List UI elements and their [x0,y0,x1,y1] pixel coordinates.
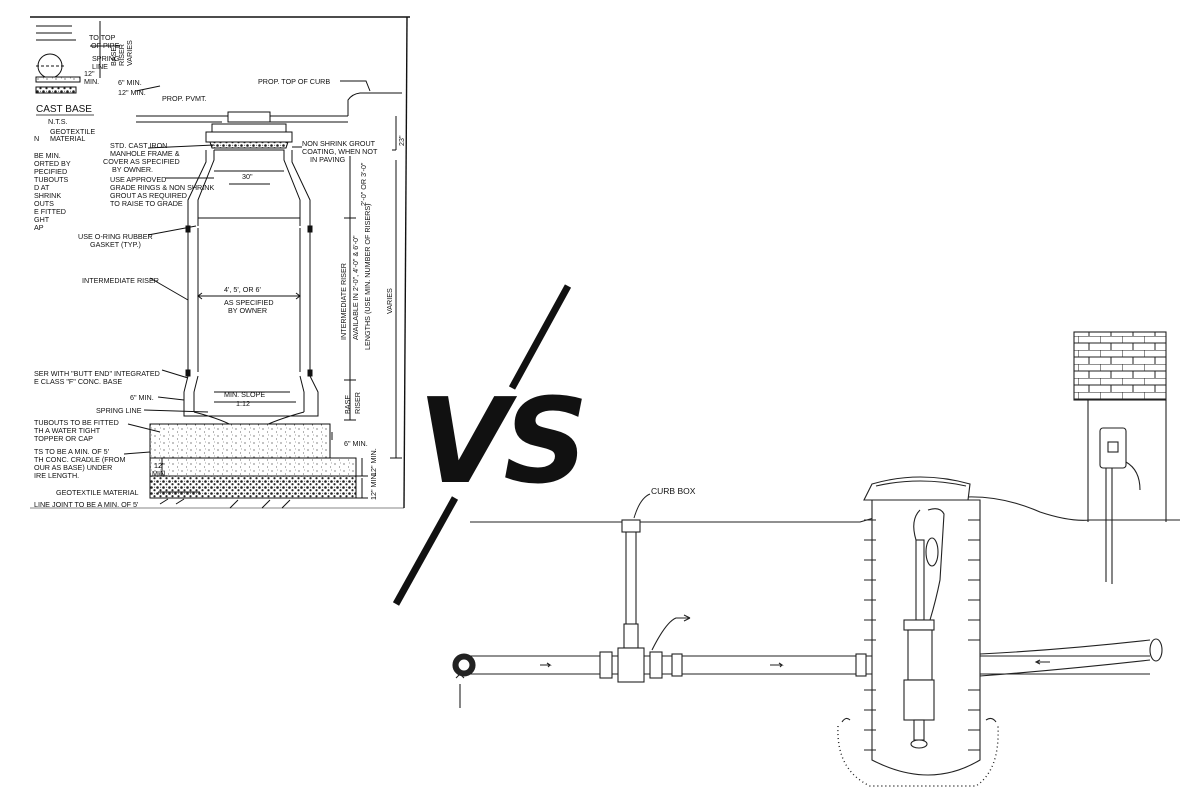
grade-note-1: USE APPROVED [110,175,166,184]
frame-note-4: BY OWNER. [112,165,153,174]
min-slope-2: 1:12 [236,399,250,408]
gasket-note-1: USE O-RING RUBBER [78,232,153,241]
cast-base-title: CAST BASE [36,104,92,115]
stubouts-note-3: TOPPER OR CAP [34,434,93,443]
label-6-min: 6" MIN. [118,78,142,87]
label-12-min: 12" MIN. [118,88,146,97]
left-col-8: E FITTED [34,207,66,216]
left-col-6: SHRINK [34,191,61,200]
min-slope-1: MIN. SLOPE [224,390,265,399]
label-spring: SPRING [92,54,120,63]
left-col-4: TUBOUTS [34,175,69,184]
label-intermediate-riser: INTERMEDIATE RISER [82,276,159,285]
label-prop-pvmt: PROP. PVMT. [162,94,207,103]
stubouts-note-1: TUBOUTS TO BE FITTED [34,418,119,427]
divider-slash-bottom [392,496,459,606]
base-riser-1: BASE [343,395,352,414]
label-varies: VARIES [385,288,394,314]
riser-avail-3: LENGTHS (USE MIN. NUMBER OF RISERS) [363,203,372,350]
grout-note-2: COATING, WHEN NOT [302,147,378,156]
grout-note-3: IN PAVING [310,155,346,164]
label-6-min-right: 6" MIN. [344,439,368,448]
frame-note-3: COVER AS SPECIFIED [103,157,180,166]
cradle-note-3: OUR AS BASE) UNDER [34,463,112,472]
manhole-cad-drawing [30,16,410,509]
label-12-low: 12" [154,461,165,470]
label-6-min-left: 6" MIN. [130,393,154,402]
base-riser-2: RISER [353,392,362,414]
left-col-5: D AT [34,183,50,192]
riser-avail-2: AVAILABLE IN 2'-0", 4'-0" & 6'-0" [351,235,360,340]
label-geotextile-n: N [34,134,39,143]
label-curb-box: CURB BOX [651,486,696,496]
label-of-pipe: OF PIPE [91,41,120,50]
label-riser-top: RISER [117,44,126,66]
left-col-9: GHT [34,215,50,224]
vs-divider: VS [392,284,588,606]
grade-note-2: GRADE RINGS & NON SHRINK [110,183,214,192]
label-nts: N.T.S. [48,117,68,126]
label-dim-2-or-3: 2'-0" OR 3'-0" [359,162,368,206]
label-dim-23: 23" [397,135,406,146]
divider-slash-top [508,284,572,390]
frame-note-1: STD. CAST IRON [110,141,167,150]
stubouts-note-2: TH A WATER TIGHT [34,426,101,435]
label-line-joint: LINE JOINT TO BE A MIN. OF 5' [34,500,139,509]
label-12-right-2: 12" MIN. [369,472,378,500]
gasket-note-2: GASKET (TYP.) [90,240,141,249]
cradle-note-4: IRE LENGTH. [34,471,79,480]
label-geotextile-1: GEOTEXTILE [50,127,95,136]
curb-box-leader [633,493,651,519]
label-varies-top: VARIES [125,40,134,66]
left-col-1: BE MIN. [34,151,61,160]
butt-end-note-2: E CLASS "F" CONC. BASE [34,377,122,386]
riser-avail-1: INTERMEDIATE RISER [339,263,348,340]
label-prop-top-of-curb: PROP. TOP OF CURB [258,77,330,86]
pump-system-drawing [452,331,1180,787]
label-dim-30: 30" [242,172,253,181]
label-min-top: MIN. [84,77,99,86]
label-12-right-1: 12" MIN. [369,448,378,476]
left-col-2: ORTED BY [34,159,71,168]
label-geotextile-2: MATERIAL [50,134,85,143]
label-min-low: MIN. [152,469,167,478]
basin-ribs [864,519,980,751]
label-12-top: 12" [84,69,95,78]
grade-note-4: TO RAISE TO GRADE [110,199,183,208]
label-to-top: TO TOP [89,33,116,42]
cradle-note-1: TS TO BE A MIN. OF 5' [34,447,110,456]
grade-note-3: GROUT AS REQUIRED [110,191,187,200]
manhole-drawing-labels: TO TOP OF PIPE SPRING LINE BASE RISER VA… [34,33,406,509]
diameter-note-3: BY OWNER [228,306,267,315]
label-base-top: BASE [109,47,118,66]
cradle-note-2: TH CONC. CRADLE (FROM [34,455,125,464]
vs-text: VS [418,372,582,510]
left-col-3: PECIFIED [34,167,67,176]
label-spring-line: SPRING LINE [96,406,142,415]
grout-note-1: NON SHRINK GROUT [302,139,376,148]
frame-note-2: MANHOLE FRAME & [110,149,180,158]
left-col-7: OUTS [34,199,54,208]
label-geotextile-material: GEOTEXTILE MATERIAL [56,488,139,497]
diameter-note-2: AS SPECIFIED [224,298,274,307]
butt-end-note-1: SER WITH "BUTT END" INTEGRATED [34,369,160,378]
label-line: LINE [92,62,108,71]
left-col-10: AP [34,223,44,232]
diameter-note-1: 4', 5', OR 6' [224,285,262,294]
